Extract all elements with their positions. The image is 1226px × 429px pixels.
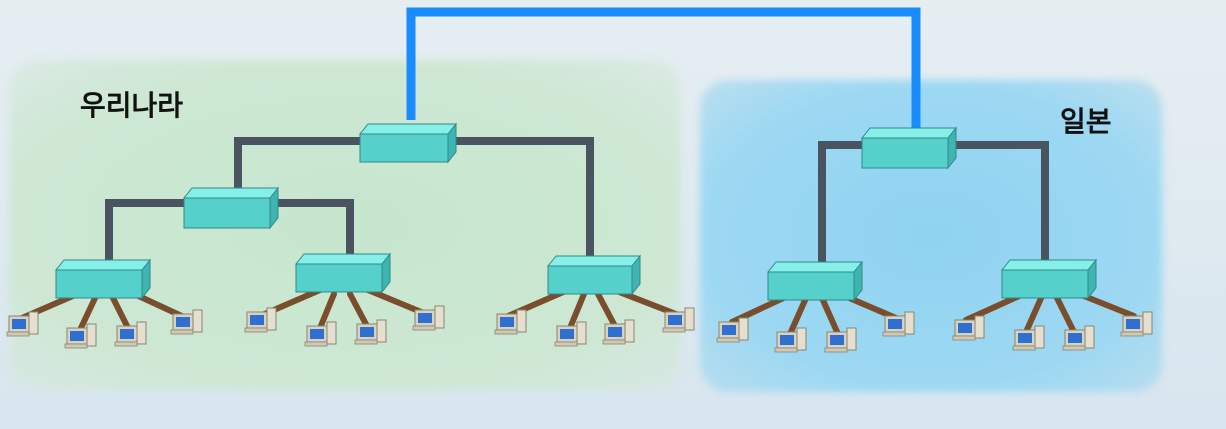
computer-icon bbox=[774, 327, 807, 353]
computer-icon bbox=[882, 311, 915, 337]
switch-korea-mid bbox=[182, 186, 280, 230]
computer-icon bbox=[602, 319, 635, 345]
computer-icon bbox=[354, 319, 387, 345]
switch-korea-edge-1 bbox=[54, 258, 152, 300]
computer-icon bbox=[824, 327, 857, 353]
computer-icon bbox=[1012, 325, 1045, 351]
korea-lan-links bbox=[105, 137, 594, 270]
switch-japan-edge-2 bbox=[1000, 258, 1098, 300]
japan-lan-links bbox=[818, 141, 1049, 266]
computer-icon bbox=[554, 321, 587, 347]
computer-icon bbox=[6, 311, 39, 337]
switch-japan-edge-1 bbox=[766, 260, 864, 302]
region-label-korea: 우리나라 bbox=[80, 89, 184, 122]
computer-icon bbox=[412, 305, 445, 331]
computer-icon bbox=[1120, 311, 1153, 337]
computer-icon bbox=[244, 307, 277, 333]
switch-korea-edge-3 bbox=[546, 254, 642, 296]
switch-korea-core bbox=[358, 122, 458, 164]
computer-icon bbox=[494, 309, 527, 335]
computer-icon bbox=[952, 315, 985, 341]
computer-icon bbox=[114, 321, 147, 347]
computer-icon bbox=[716, 317, 749, 343]
switch-japan-core bbox=[860, 126, 958, 170]
switch-korea-edge-2 bbox=[294, 252, 392, 294]
computer-icon bbox=[64, 323, 97, 349]
computer-icon bbox=[1062, 325, 1095, 351]
computer-icon bbox=[170, 309, 203, 335]
region-label-japan: 일본 bbox=[1060, 105, 1112, 138]
backbone-link bbox=[406, 7, 921, 130]
computer-icon bbox=[662, 307, 695, 333]
computer-icon bbox=[304, 321, 337, 347]
